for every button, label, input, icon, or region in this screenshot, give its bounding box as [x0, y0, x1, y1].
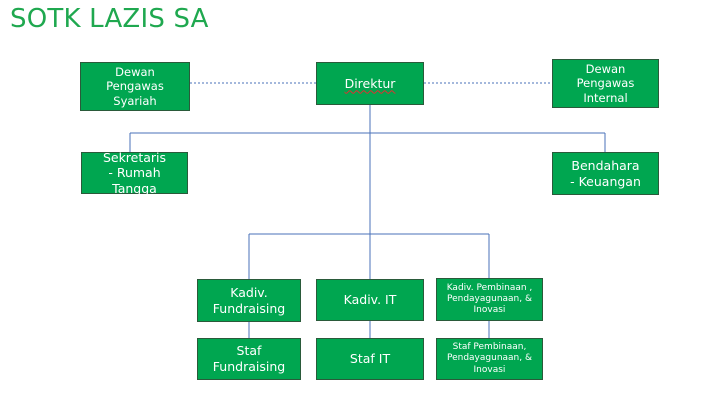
staf-fundraising-box: Staf Fundraising [197, 338, 301, 380]
sekretaris-label: Sekretaris - Rumah Tangga [102, 149, 167, 196]
kadiv-it-box: Kadiv. IT [316, 279, 424, 321]
kadiv-fundraising-box: Kadiv. Fundraising [197, 279, 301, 322]
direktur-box: Direktur [316, 62, 424, 105]
dewan-pengawas-internal-box: Dewan Pengawas Internal [552, 59, 659, 108]
staf-pembinaan-label: Staf Pembinaan, Pendayagunaan, & Inovasi [446, 342, 532, 375]
staf-fundraising-label: Staf Fundraising [212, 343, 286, 374]
staf-it-label: Staf IT [349, 351, 391, 367]
bendahara-box: Bendahara - Keuangan [552, 152, 659, 195]
dewan-pengawas-syariah-box: Dewan Pengawas Syariah [80, 62, 190, 111]
page-title: SOTK LAZIS SA [10, 4, 209, 34]
bendahara-label: Bendahara - Keuangan [570, 157, 641, 189]
staf-pembinaan-box: Staf Pembinaan, Pendayagunaan, & Inovasi [436, 338, 543, 380]
sekretaris-box: Sekretaris - Rumah Tangga [81, 149, 188, 196]
staf-it-box: Staf IT [316, 338, 424, 380]
kadiv-pembinaan-label: Kadiv. Pembinaan , Pendayagunaan, & Inov… [446, 282, 533, 316]
dewan-pengawas-syariah-label: Dewan Pengawas Syariah [106, 64, 164, 108]
direktur-label: Direktur [344, 75, 396, 91]
kadiv-pembinaan-box: Kadiv. Pembinaan , Pendayagunaan, & Inov… [436, 278, 543, 321]
kadiv-fundraising-label: Kadiv. Fundraising [212, 284, 286, 316]
kadiv-it-label: Kadiv. IT [343, 292, 397, 308]
dewan-pengawas-internal-label: Dewan Pengawas Internal [576, 61, 635, 105]
